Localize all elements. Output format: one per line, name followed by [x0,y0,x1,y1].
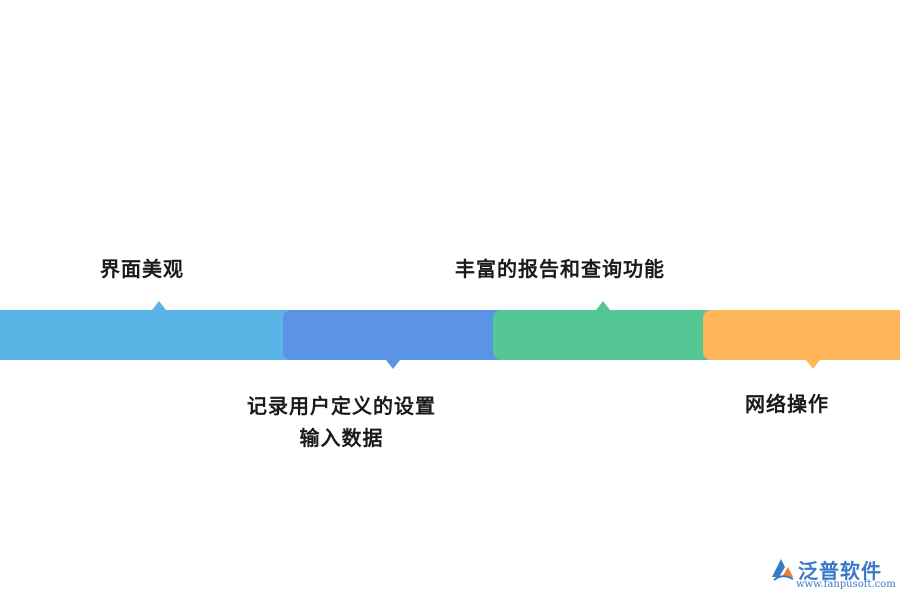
timeline-segment-1 [0,301,300,360]
segment-2-label-line-1: 记录用户定义的设置 [247,394,436,418]
fanpu-logo-icon [772,559,794,581]
timeline-segment-3 [493,301,723,360]
segment-1-pointer-up [152,301,166,310]
segment-2-pointer-down [386,360,400,369]
timeline-segment-4 [703,310,900,369]
segment-3-pointer-up [596,301,610,310]
segment-3-label: 丰富的报告和查询功能 [455,257,665,281]
segment-4-label: 网络操作 [745,392,829,416]
watermark-logo: 泛普软件 www.fanpusoft.com [768,553,896,593]
watermark-brand: 泛普软件 [798,559,882,583]
segment-2-label: 记录用户定义的设置 输入数据 [247,390,436,454]
watermark-url: www.fanpusoft.com [796,579,896,590]
segment-1-label: 界面美观 [100,257,184,281]
segment-2-label-line-2: 输入数据 [299,426,384,450]
segment-4-pointer-down [806,360,820,369]
timeline-segment-2 [283,310,513,369]
